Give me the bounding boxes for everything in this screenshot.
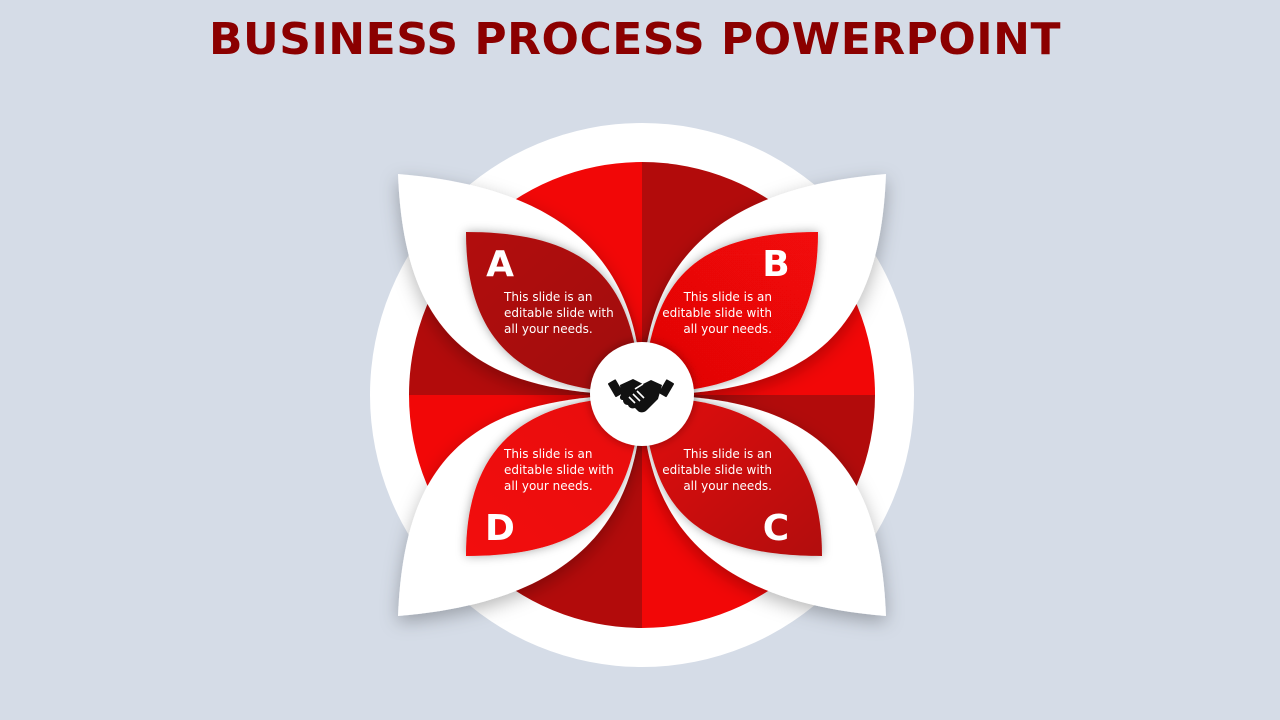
petal-d-line-1: This slide is an: [503, 447, 592, 461]
page-title: BUSINESS PROCESS POWERPOINT: [208, 14, 1061, 65]
petal-d: [466, 397, 642, 556]
petal-b-text: This slide is an editable slide with all…: [662, 290, 772, 336]
petal-c-line-2: editable slide with: [662, 463, 772, 477]
petal-b-line-2: editable slide with: [662, 306, 772, 320]
petal-b-line-1: This slide is an: [683, 290, 772, 304]
petal-b-letter: B: [762, 244, 789, 285]
petal-a-line-2: editable slide with: [504, 306, 614, 320]
petal-b-line-3: all your needs.: [683, 322, 772, 336]
petal-c-letter: C: [763, 508, 789, 549]
petal-a: [466, 232, 642, 393]
petal-d-line-2: editable slide with: [504, 463, 614, 477]
petal-c-text: This slide is an editable slide with all…: [662, 447, 772, 493]
petal-c-line-3: all your needs.: [683, 479, 772, 493]
petal-c-line-1: This slide is an: [683, 447, 772, 461]
petal-d-letter: D: [485, 508, 515, 549]
petal-b: [642, 232, 818, 393]
petal-a-line-1: This slide is an: [503, 290, 592, 304]
handshake-icon: [608, 379, 674, 413]
petal-d-line-3: all your needs.: [504, 479, 593, 493]
petal-d-text: This slide is an editable slide with all…: [503, 447, 614, 493]
petal-a-letter: A: [486, 244, 514, 285]
petal-c: [642, 397, 822, 556]
petal-a-text: This slide is an editable slide with all…: [503, 290, 614, 336]
petal-a-line-3: all your needs.: [504, 322, 593, 336]
